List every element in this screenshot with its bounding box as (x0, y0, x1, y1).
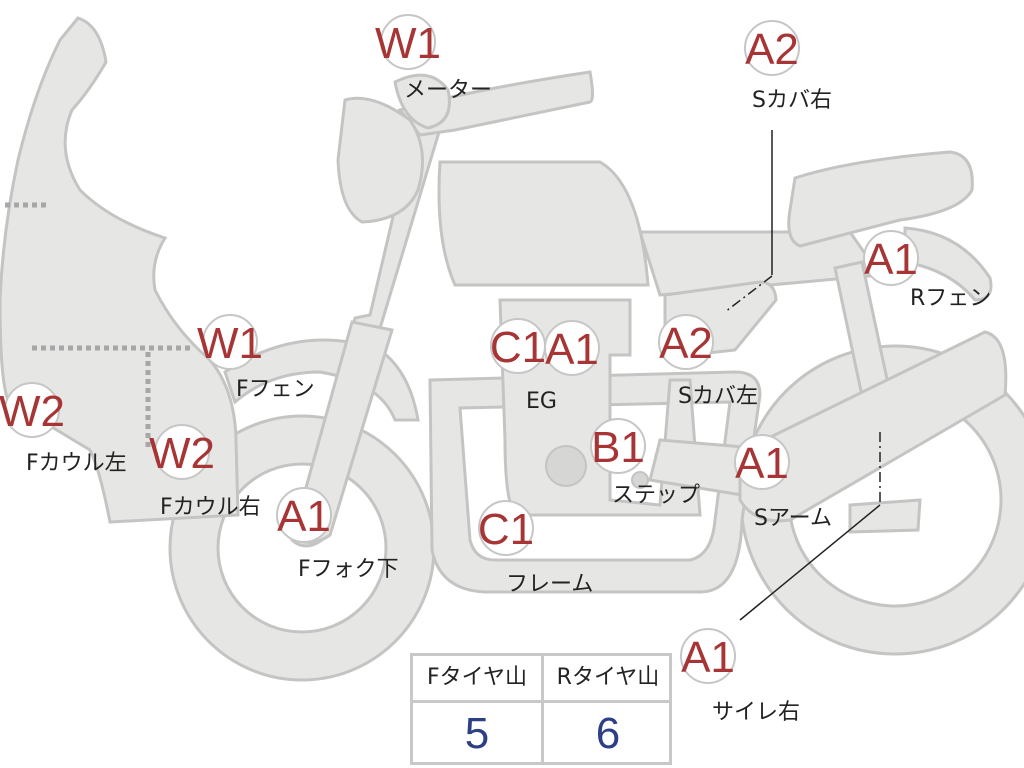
marker-code: C1 (478, 505, 534, 554)
front-cowl-shape (0, 16, 240, 524)
marker-side-cover-left: A2 Sカバ左 (658, 314, 758, 409)
marker-swing-arm: A1 Sアーム (734, 434, 832, 531)
marker-label: Sカバ左 (678, 384, 758, 409)
marker-front-cowl-left: W2 Fカウル左 (0, 382, 127, 476)
marker-side-cover-right: A2 Sカバ右 (744, 20, 832, 113)
front-tire-header: Fタイヤ山 (413, 656, 541, 703)
marker-silencer-right: A1 サイレ右 (680, 628, 800, 725)
marker-rear-fender: A1 Rフェン (863, 230, 991, 311)
headlight-shape (336, 96, 424, 224)
marker-code: B1 (591, 423, 645, 472)
marker-engine-second: A1 (544, 320, 600, 376)
marker-label: サイレ右 (712, 700, 800, 725)
marker-label: Fカウル右 (160, 495, 261, 520)
marker-code: C1 (490, 323, 546, 372)
rear-tire-column: Rタイヤ山 6 (544, 656, 672, 762)
muffler-bracket (848, 498, 922, 534)
seat-shape (787, 150, 974, 248)
marker-code: A1 (864, 235, 918, 284)
step-peg-1 (631, 471, 649, 489)
marker-step: B1 ステップ (590, 418, 700, 508)
marker-label: Fカウル左 (26, 451, 127, 476)
front-tire-column: Fタイヤ山 5 (413, 656, 544, 762)
rear-fender-shape (903, 226, 993, 302)
marker-code: W2 (149, 429, 215, 478)
marker-label: EG (526, 389, 557, 414)
marker-code: A1 (735, 439, 789, 488)
rear-tire-header: Rタイヤ山 (544, 656, 672, 703)
marker-code: A2 (659, 319, 713, 368)
marker-code: W2 (0, 387, 65, 436)
marker-code: A1 (277, 492, 331, 541)
engine-cover (545, 445, 587, 487)
marker-label: Sカバ右 (752, 88, 832, 113)
meter-shape (393, 73, 451, 130)
marker-label: メーター (404, 78, 492, 103)
marker-code: A2 (745, 25, 799, 74)
leader-lines (724, 130, 881, 621)
fuel-tank-shape (437, 160, 650, 287)
marker-front-cowl-right: W2 Fカウル右 (149, 424, 261, 520)
marker-label: フレーム (506, 572, 593, 597)
marker-front-fork-lower: A1 Fフォク下 (276, 487, 399, 582)
marker-label: Rフェン (910, 286, 991, 311)
muffler-shape (738, 330, 1008, 523)
marker-label: Sアーム (754, 506, 832, 531)
tire-tread-table: Fタイヤ山 5 Rタイヤ山 6 (410, 653, 672, 765)
marker-code: A1 (545, 325, 599, 374)
marker-front-fender: W1 Fフェン (197, 314, 315, 402)
front-tire-value: 5 (464, 709, 490, 758)
marker-engine: C1 EG (490, 318, 557, 414)
marker-code: A1 (681, 633, 735, 682)
marker-meter: W1 メーター (375, 14, 492, 103)
marker-code: W1 (197, 319, 263, 368)
marker-label: Fフォク下 (298, 557, 399, 582)
marker-code: W1 (375, 19, 441, 68)
frame-tube-shape (428, 370, 762, 594)
marker-label: Fフェン (236, 377, 315, 402)
rear-tire-value: 6 (595, 709, 621, 758)
marker-label: ステップ (612, 483, 700, 508)
marker-frame: C1 フレーム (478, 500, 593, 597)
